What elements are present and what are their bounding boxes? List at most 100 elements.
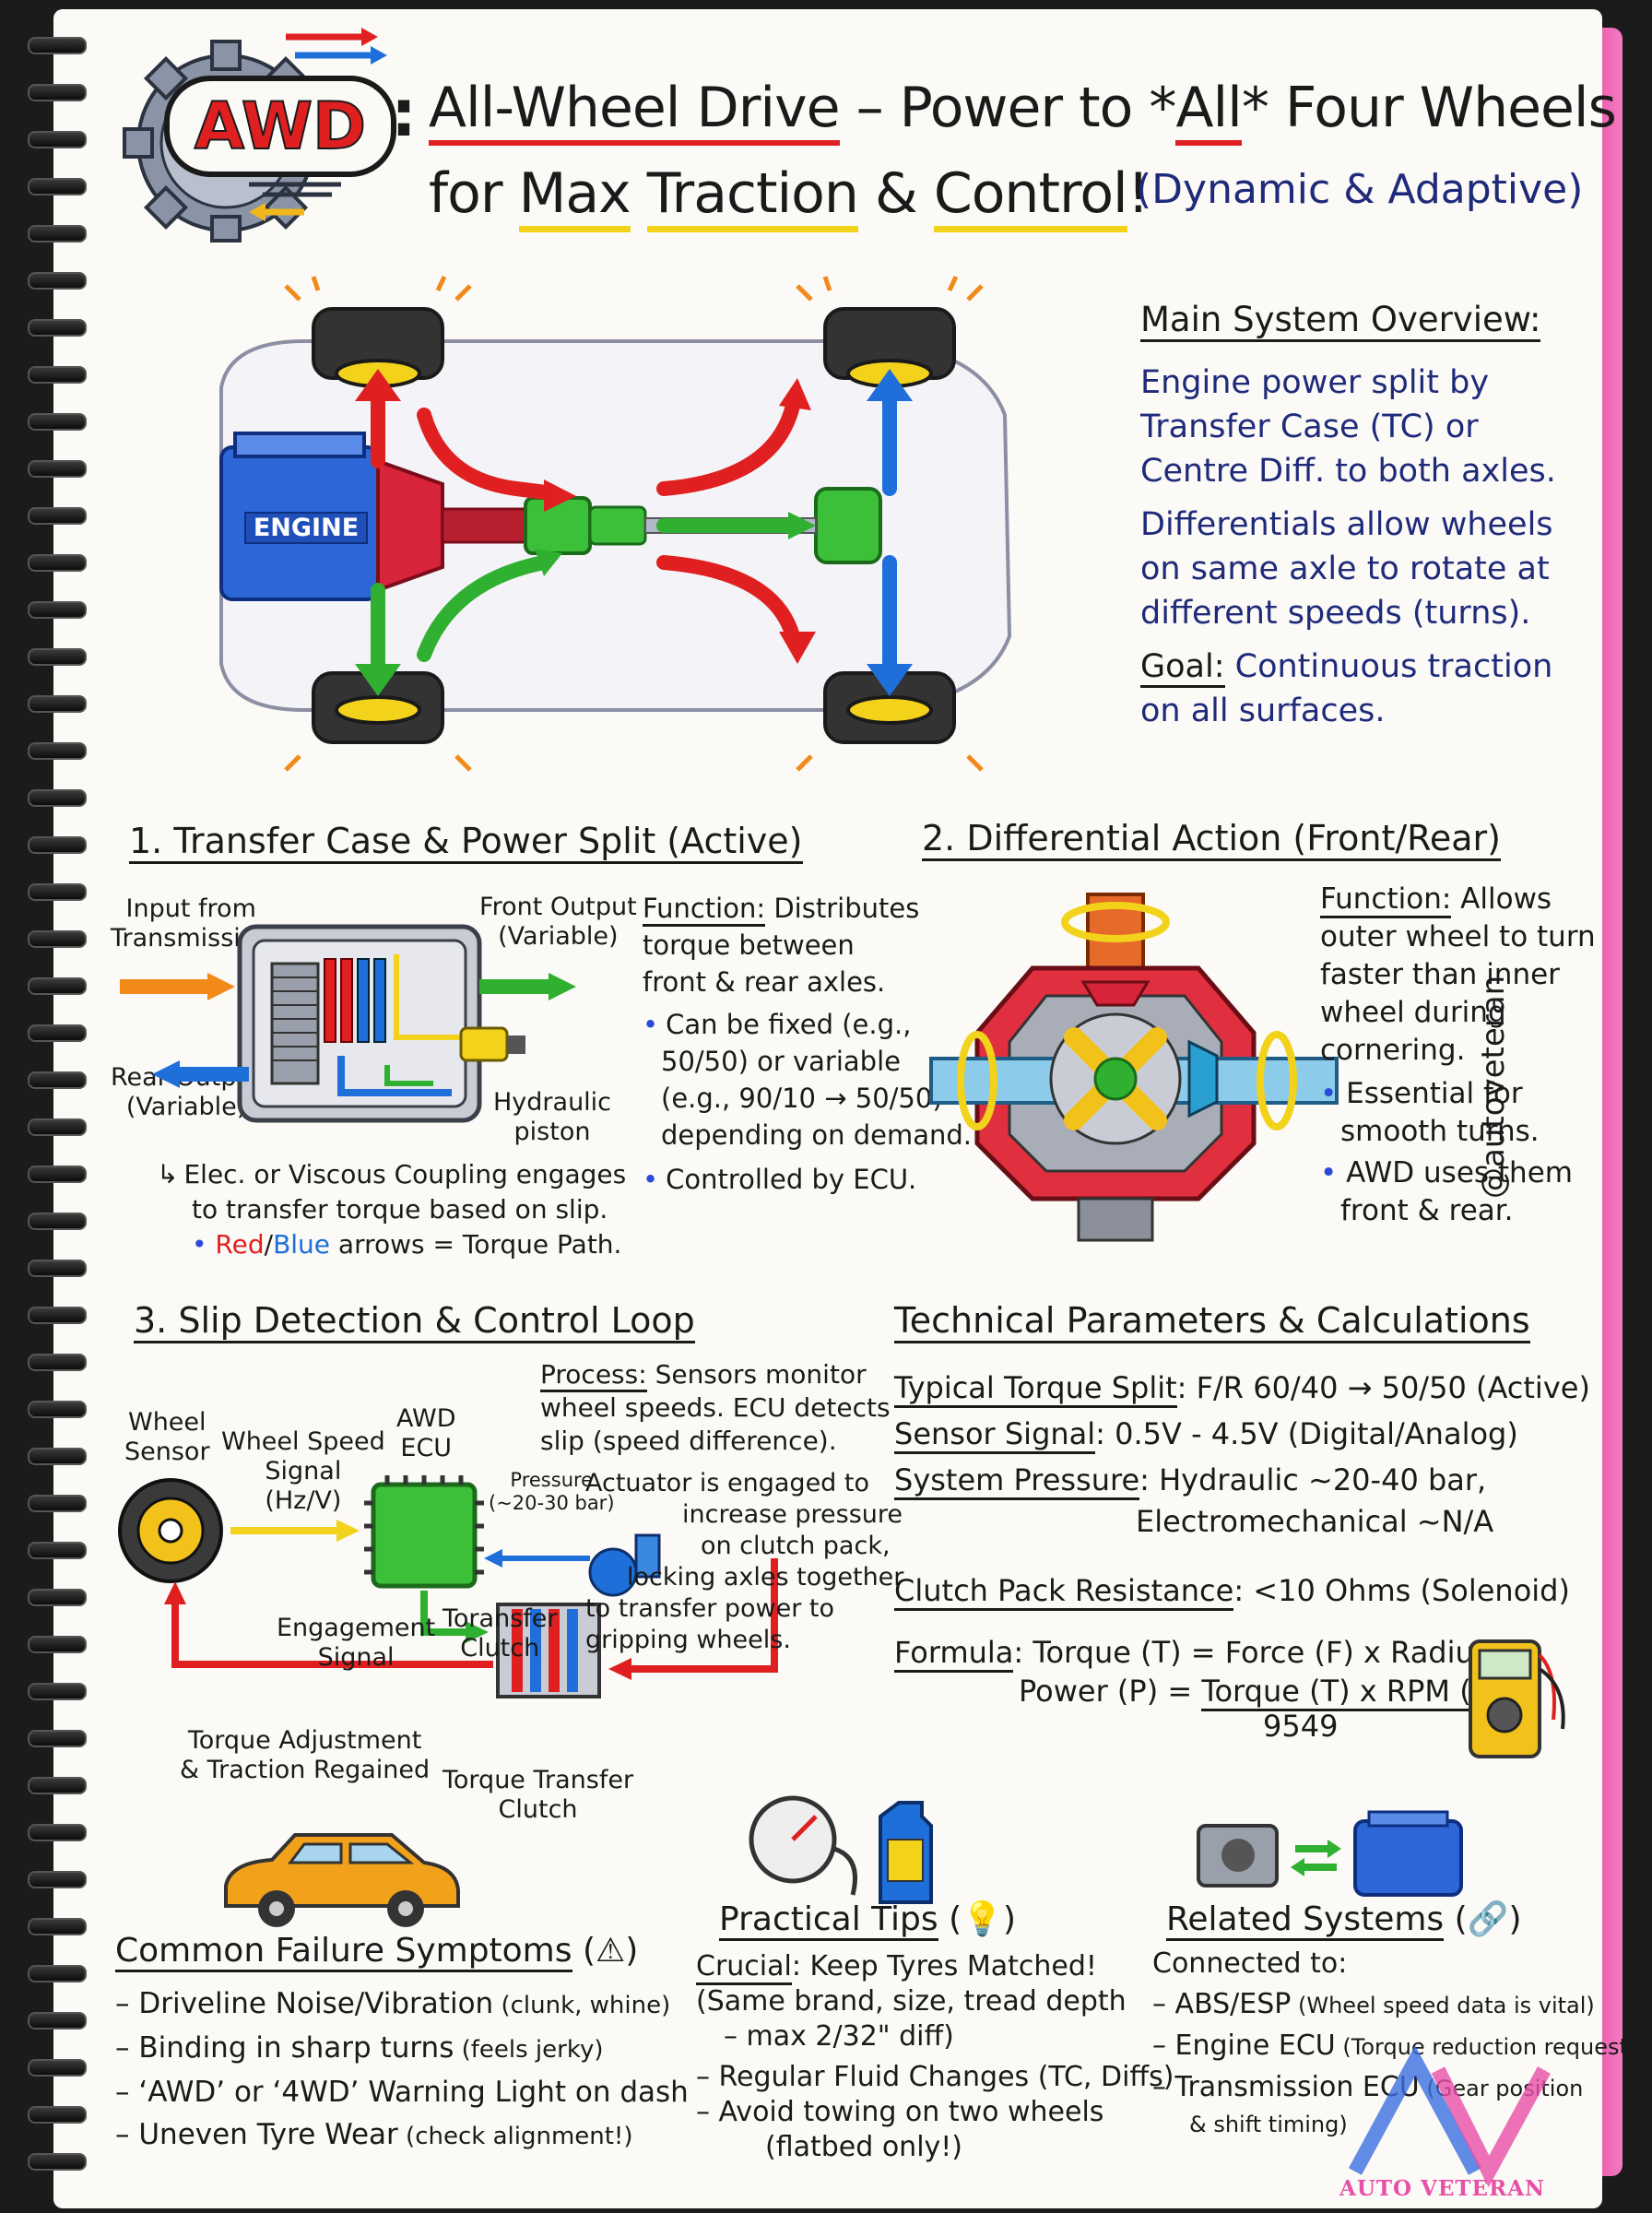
awd-badge-text: AWD (194, 88, 367, 165)
tech-formula-num: Torque (T) x RPM (ω) (1201, 1674, 1507, 1711)
spiral-ring (28, 2106, 87, 2124)
control-loop-diagram (118, 1475, 778, 1698)
related-item-1-main: ABS/ESP (1174, 1988, 1292, 2020)
related-item-3: – Transmission ECU (Gear position (1152, 2071, 1584, 2103)
tech-formula-l2: Power (P) = Torque (T) x RPM (ω) (894, 1673, 1590, 1711)
s3-act-l3: on clutch pack, (701, 1532, 891, 1560)
s3-process: Process: Sensors monitor wheel speeds. E… (540, 1358, 891, 1458)
tech-row-2-value: : 0.5V - 4.5V (Digital/Analog) (1095, 1416, 1518, 1451)
s1-front-l1: Front Output (479, 893, 637, 921)
s1-b1-l4-text: depending on demand. (661, 1119, 972, 1151)
s1-front-label: Front Output (Variable) (479, 893, 637, 952)
s3-proc-l3: slip (speed difference). (540, 1426, 837, 1456)
tips-crucial-detail-2: – max 2/32" diff) (724, 2020, 954, 2053)
s1-legend-slash: / (264, 1229, 274, 1260)
tips-crucial: Crucial: Keep Tyres Matched! (696, 1949, 1174, 1985)
failure-item-2-detail: (feels jerky) (454, 2036, 604, 2064)
spiral-ring (28, 977, 87, 995)
spiral-ring (28, 1636, 87, 1653)
tech-row-3-value: : Hydraulic ~20-40 bar, (1139, 1462, 1487, 1497)
failure-item-2-main: Binding in sharp turns (138, 2031, 454, 2065)
spiral-ring (28, 1589, 87, 1606)
overview-goal-l2: on all surfaces. (1140, 692, 1386, 729)
spiral-ring (28, 131, 87, 148)
spiral-ring (28, 1166, 87, 1183)
failure-item-4: Uneven Tyre Wear (check alignment!) (115, 2113, 689, 2158)
spiral-ring (28, 601, 87, 619)
tech-row-1-label: Typical Torque Split (894, 1370, 1177, 1408)
spiral-ring (28, 1495, 87, 1512)
s3-ws-l2: Sensor (124, 1438, 210, 1466)
engine-icon (1353, 1819, 1463, 1897)
spiral-ring (28, 225, 87, 243)
differential-diagram (929, 893, 1339, 1242)
spiral-ring (28, 695, 87, 713)
s1-coupling-l1: Elec. or Viscous Coupling engages (183, 1159, 627, 1189)
tech-row-3: System Pressure: Hydraulic ~20-40 bar, (894, 1457, 1590, 1503)
s3-ta-l2: & Traction Regained (180, 1756, 431, 1784)
s1-legend-rest: arrows = Torque Path. (330, 1229, 622, 1260)
title2-space (631, 161, 647, 226)
s1-func-l2: torque between (643, 929, 855, 961)
tips-item-2-text: Avoid towing on two wheels (718, 2096, 1104, 2128)
s3-eng-l1: Engagement (277, 1614, 436, 1642)
spiral-ring (28, 2012, 87, 2030)
spiral-ring (28, 1542, 87, 1559)
title2-for: for (429, 161, 519, 226)
s3-pressure-label: Pressure(~20-30 bar) (489, 1469, 615, 1515)
s1-bullet-1: Can be fixed (e.g., (643, 1006, 972, 1043)
tips-item-1-text: Regular Fluid Changes (TC, Diffs) (718, 2061, 1174, 2093)
s1-legend: • Red/Blue arrows = Torque Path. (192, 1229, 622, 1260)
spiral-ring (28, 1871, 87, 1888)
tech-row-1: Typical Torque Split: F/R 60/40 → 50/50 … (894, 1365, 1590, 1411)
s1-func-l3: front & rear axles. (643, 966, 886, 998)
s1-input-l1: Input from (125, 894, 256, 923)
section3-heading: 3. Slip Detection & Control Loop (134, 1300, 695, 1343)
tech-formula-l1: : Torque (T) = Force (F) x Radius (r) (1013, 1635, 1534, 1670)
s1-b1-l3-text: (e.g., 90/10 → 50/50) (661, 1083, 943, 1114)
title-mid: – Power to * (839, 76, 1177, 140)
s2-b2-l2: front & rear. (1340, 1194, 1514, 1227)
s1-function: Function: Distributes torque between fro… (643, 890, 972, 1198)
title-awd-phrase: All-Wheel Drive (429, 76, 840, 146)
s2-function: Function: Allows outer wheel to turn fas… (1320, 881, 1596, 1230)
ecu-chip-icon (371, 1482, 478, 1589)
tech-clutch: Clutch Pack Resistance: <10 Ohms (Soleno… (894, 1568, 1590, 1614)
spiral-ring (28, 1118, 87, 1136)
related-heading: Related Systems (1166, 1900, 1445, 1941)
spiral-ring (28, 413, 87, 431)
related-link-icon: (🔗) (1444, 1900, 1522, 1938)
car-icon (224, 1833, 460, 1927)
transfer-case (524, 496, 592, 555)
tips-item-1: – Regular Fluid Changes (TC, Diffs) (696, 2061, 1174, 2093)
title2-traction: Traction (646, 161, 859, 232)
tech-formula: Formula: Torque (T) = Force (F) x Radius… (894, 1632, 1590, 1673)
failure-item-3-main: ‘AWD’ or ‘4WD’ Warning Light on dash (138, 2076, 689, 2109)
s2-func-l3: faster than inner (1320, 958, 1560, 991)
s1-bullet-2: Controlled by ECU. (643, 1161, 972, 1198)
s3-torque-adjust-label: Torque Adjustment& Traction Regained (180, 1726, 430, 1785)
spiral-ring (28, 1683, 87, 1700)
s3-act-l4: locking axles together (627, 1563, 904, 1592)
clutch-pack-icon (496, 1603, 601, 1698)
spiral-ring (28, 930, 87, 948)
s2-func-l2: outer wheel to turn (1320, 920, 1596, 953)
spiral-ring (28, 1918, 87, 1935)
tech-heading: Technical Parameters & Calculations (894, 1300, 1530, 1343)
spiral-ring (28, 1024, 87, 1042)
s3-eng-l2: Signal (317, 1643, 395, 1672)
tech-clutch-label: Clutch Pack Resistance (894, 1573, 1234, 1611)
spiral-ring (28, 272, 87, 290)
related-item-2-main: Engine ECU (1174, 2030, 1336, 2062)
overview-p2-l1: Differentials allow wheels (1140, 506, 1553, 543)
spiral-ring (28, 883, 87, 901)
tech-row-2-label: Sensor Signal (894, 1416, 1096, 1454)
s3-act-l1: Actuator is engaged to (585, 1469, 870, 1497)
spiral-ring (28, 1730, 87, 1747)
tech-clutch-value: : <10 Ohms (Solenoid) (1233, 1573, 1570, 1608)
title2-control: Control (933, 161, 1128, 232)
s2-func-l5: cornering. (1320, 1034, 1466, 1067)
tech-row-2: Sensor Signal: 0.5V - 4.5V (Digital/Anal… (894, 1411, 1590, 1457)
